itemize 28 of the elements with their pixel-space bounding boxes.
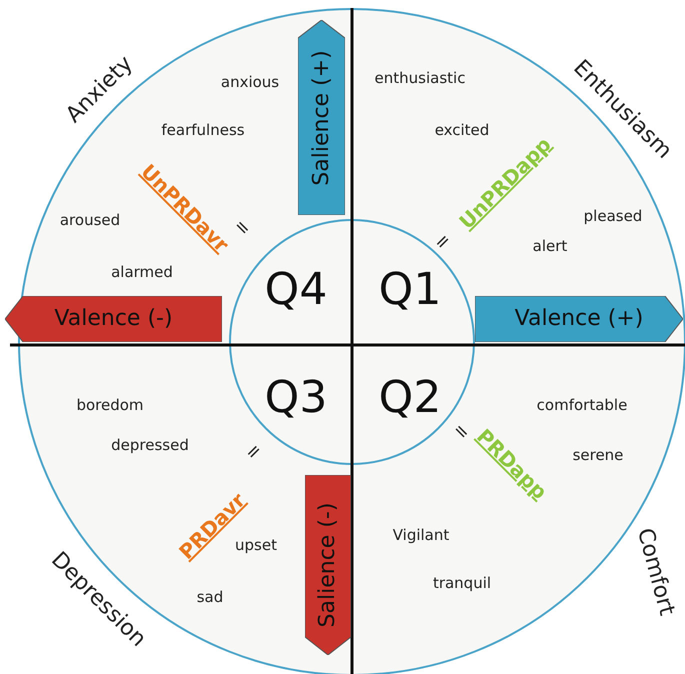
axis-label: Salience (-) — [317, 502, 339, 628]
quadrant-number: Q3 — [264, 374, 328, 422]
quadrant-number: Q4 — [264, 266, 328, 314]
emotion-word: depressed — [111, 436, 189, 454]
equals-sign: = — [448, 420, 474, 444]
emotion-word: anxious — [220, 74, 280, 90]
axis-label: Salience (+) — [310, 50, 332, 186]
emotion-word: alarmed — [111, 264, 173, 280]
emotion-word: aroused — [60, 212, 120, 228]
emotion-word: excited — [434, 122, 490, 138]
emotion-word: tranquil — [432, 574, 492, 592]
axis-label: Valence (+) — [514, 308, 644, 330]
axis-label: Valence (-) — [54, 308, 173, 330]
emotion-word: serene — [572, 446, 624, 464]
emotion-word: fearfulness — [161, 122, 245, 138]
emotion-word: boredom — [76, 396, 144, 414]
emotion-word: pleased — [584, 208, 642, 224]
emotion-word: enthusiastic — [374, 70, 466, 86]
emotion-word: Vigilant — [392, 526, 450, 544]
quadrant-title: Comfort — [632, 526, 678, 618]
equals-sign: = — [242, 440, 266, 464]
emotion-word: alert — [532, 238, 568, 254]
quadrant-number: Q1 — [378, 266, 442, 314]
equals-sign: = — [430, 230, 456, 254]
emotion-word: comfortable — [536, 396, 628, 414]
quadrant-number: Q2 — [378, 374, 442, 422]
emotion-word: sad — [196, 588, 224, 606]
equals-sign: = — [230, 216, 254, 240]
